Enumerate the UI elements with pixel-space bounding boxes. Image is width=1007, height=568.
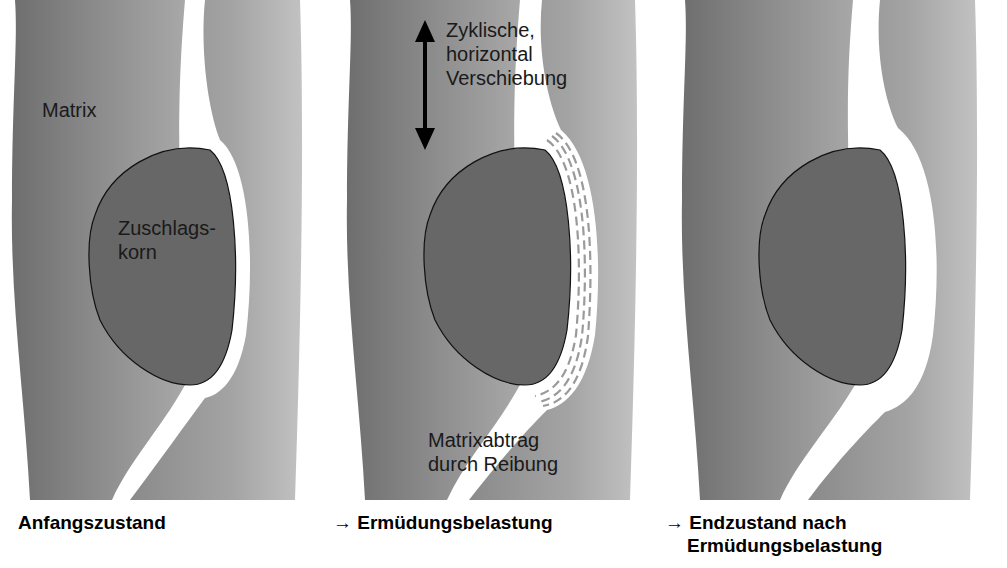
- aggregate-grain: [759, 148, 906, 385]
- panel-fatigue: [347, 0, 637, 500]
- displacement-note: Zyklische, horizontal Verschiebung: [446, 18, 581, 90]
- matrix-label: Matrix: [42, 98, 132, 122]
- aggregate-grain: [424, 148, 571, 385]
- stage-caption: → Endzustand nach Ermüdungsbelastung: [665, 511, 927, 557]
- abrasion-note: Matrixabtrag durch Reibung: [428, 428, 568, 476]
- aggregate-grain: [89, 148, 236, 385]
- stage-caption: → Ermüdungsbelastung: [333, 511, 653, 534]
- panel-final: [682, 0, 977, 500]
- panel-initial: [12, 0, 302, 500]
- aggregate-label: Zuschlags- korn: [118, 216, 210, 264]
- cyclic-displacement-arrow: [415, 20, 435, 150]
- stage-caption: Anfangszustand: [18, 511, 318, 534]
